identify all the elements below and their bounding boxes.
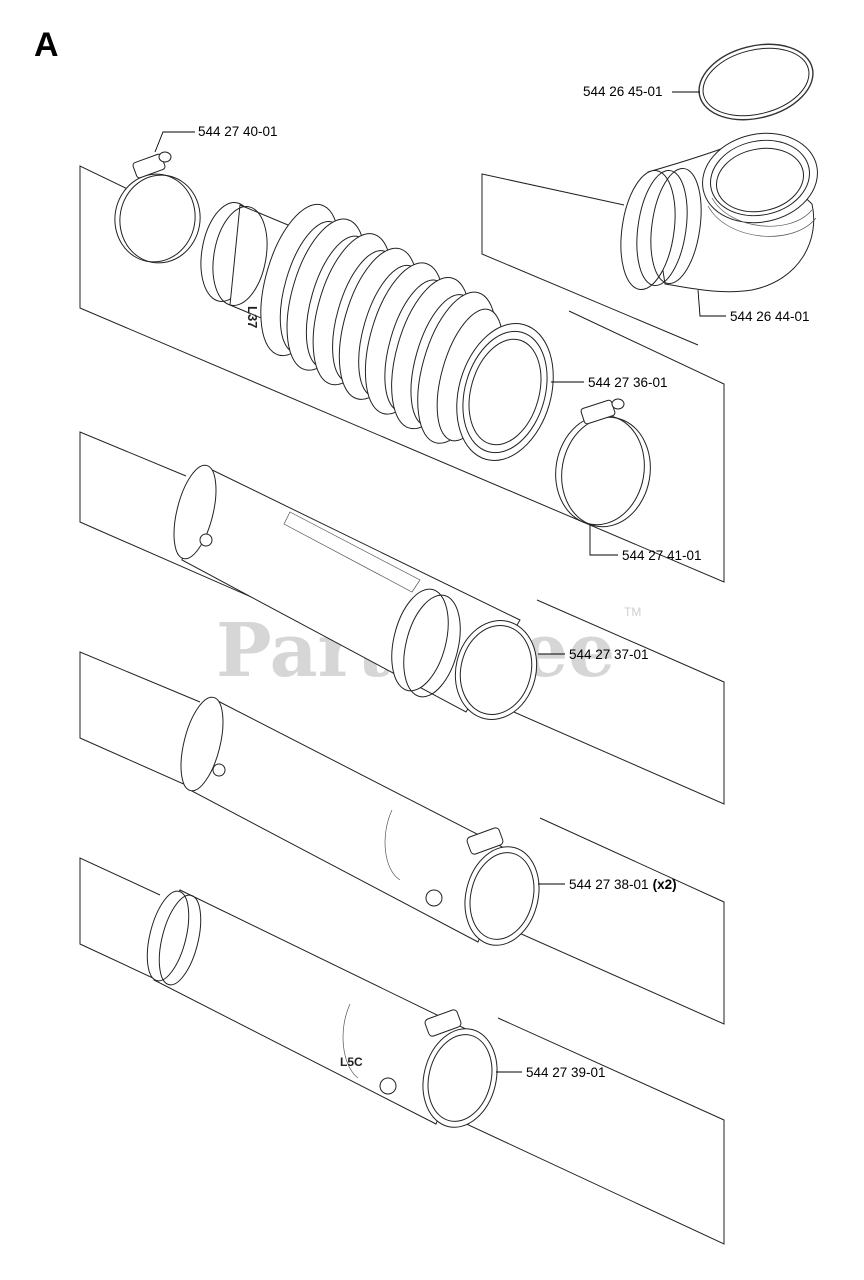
- section-letter: A: [34, 26, 59, 64]
- bellows-hose: L37: [200, 202, 554, 461]
- panel-2-outline: [481, 173, 699, 346]
- watermark-trademark: TM: [624, 605, 641, 619]
- hose-clamp-top: [114, 151, 201, 264]
- tube-37: [173, 464, 538, 720]
- seal-ring: [698, 43, 814, 121]
- leader-lines: [154, 91, 726, 1073]
- part-label-544-27-38-01: 544 27 38-01 (x2): [569, 877, 677, 892]
- panel-1-outline: [79, 165, 725, 583]
- part-label-544-27-36-01: 544 27 36-01: [588, 375, 668, 390]
- part-label-544-27-37-01: 544 27 37-01: [569, 647, 649, 662]
- hose-clamp-bottom: [555, 398, 651, 528]
- svg-text:L5C: L5C: [340, 1055, 363, 1069]
- tube-38: [180, 696, 540, 946]
- part-label-544-27-40-01: 544 27 40-01: [198, 124, 278, 139]
- svg-text:L37: L37: [245, 306, 260, 328]
- part-label-544-27-41-01: 544 27 41-01: [622, 548, 702, 563]
- part-label-544-27-39-01: 544 27 39-01: [526, 1065, 606, 1080]
- part-label-544-26-45-01: 544 26 45-01: [583, 84, 663, 99]
- part-number: 544 27 38-01: [569, 877, 649, 892]
- elbow: [620, 132, 818, 293]
- part-label-544-26-44-01: 544 26 44-01: [730, 309, 810, 324]
- tube-39: L5C: [146, 889, 498, 1128]
- part-quantity: (x2): [653, 877, 677, 892]
